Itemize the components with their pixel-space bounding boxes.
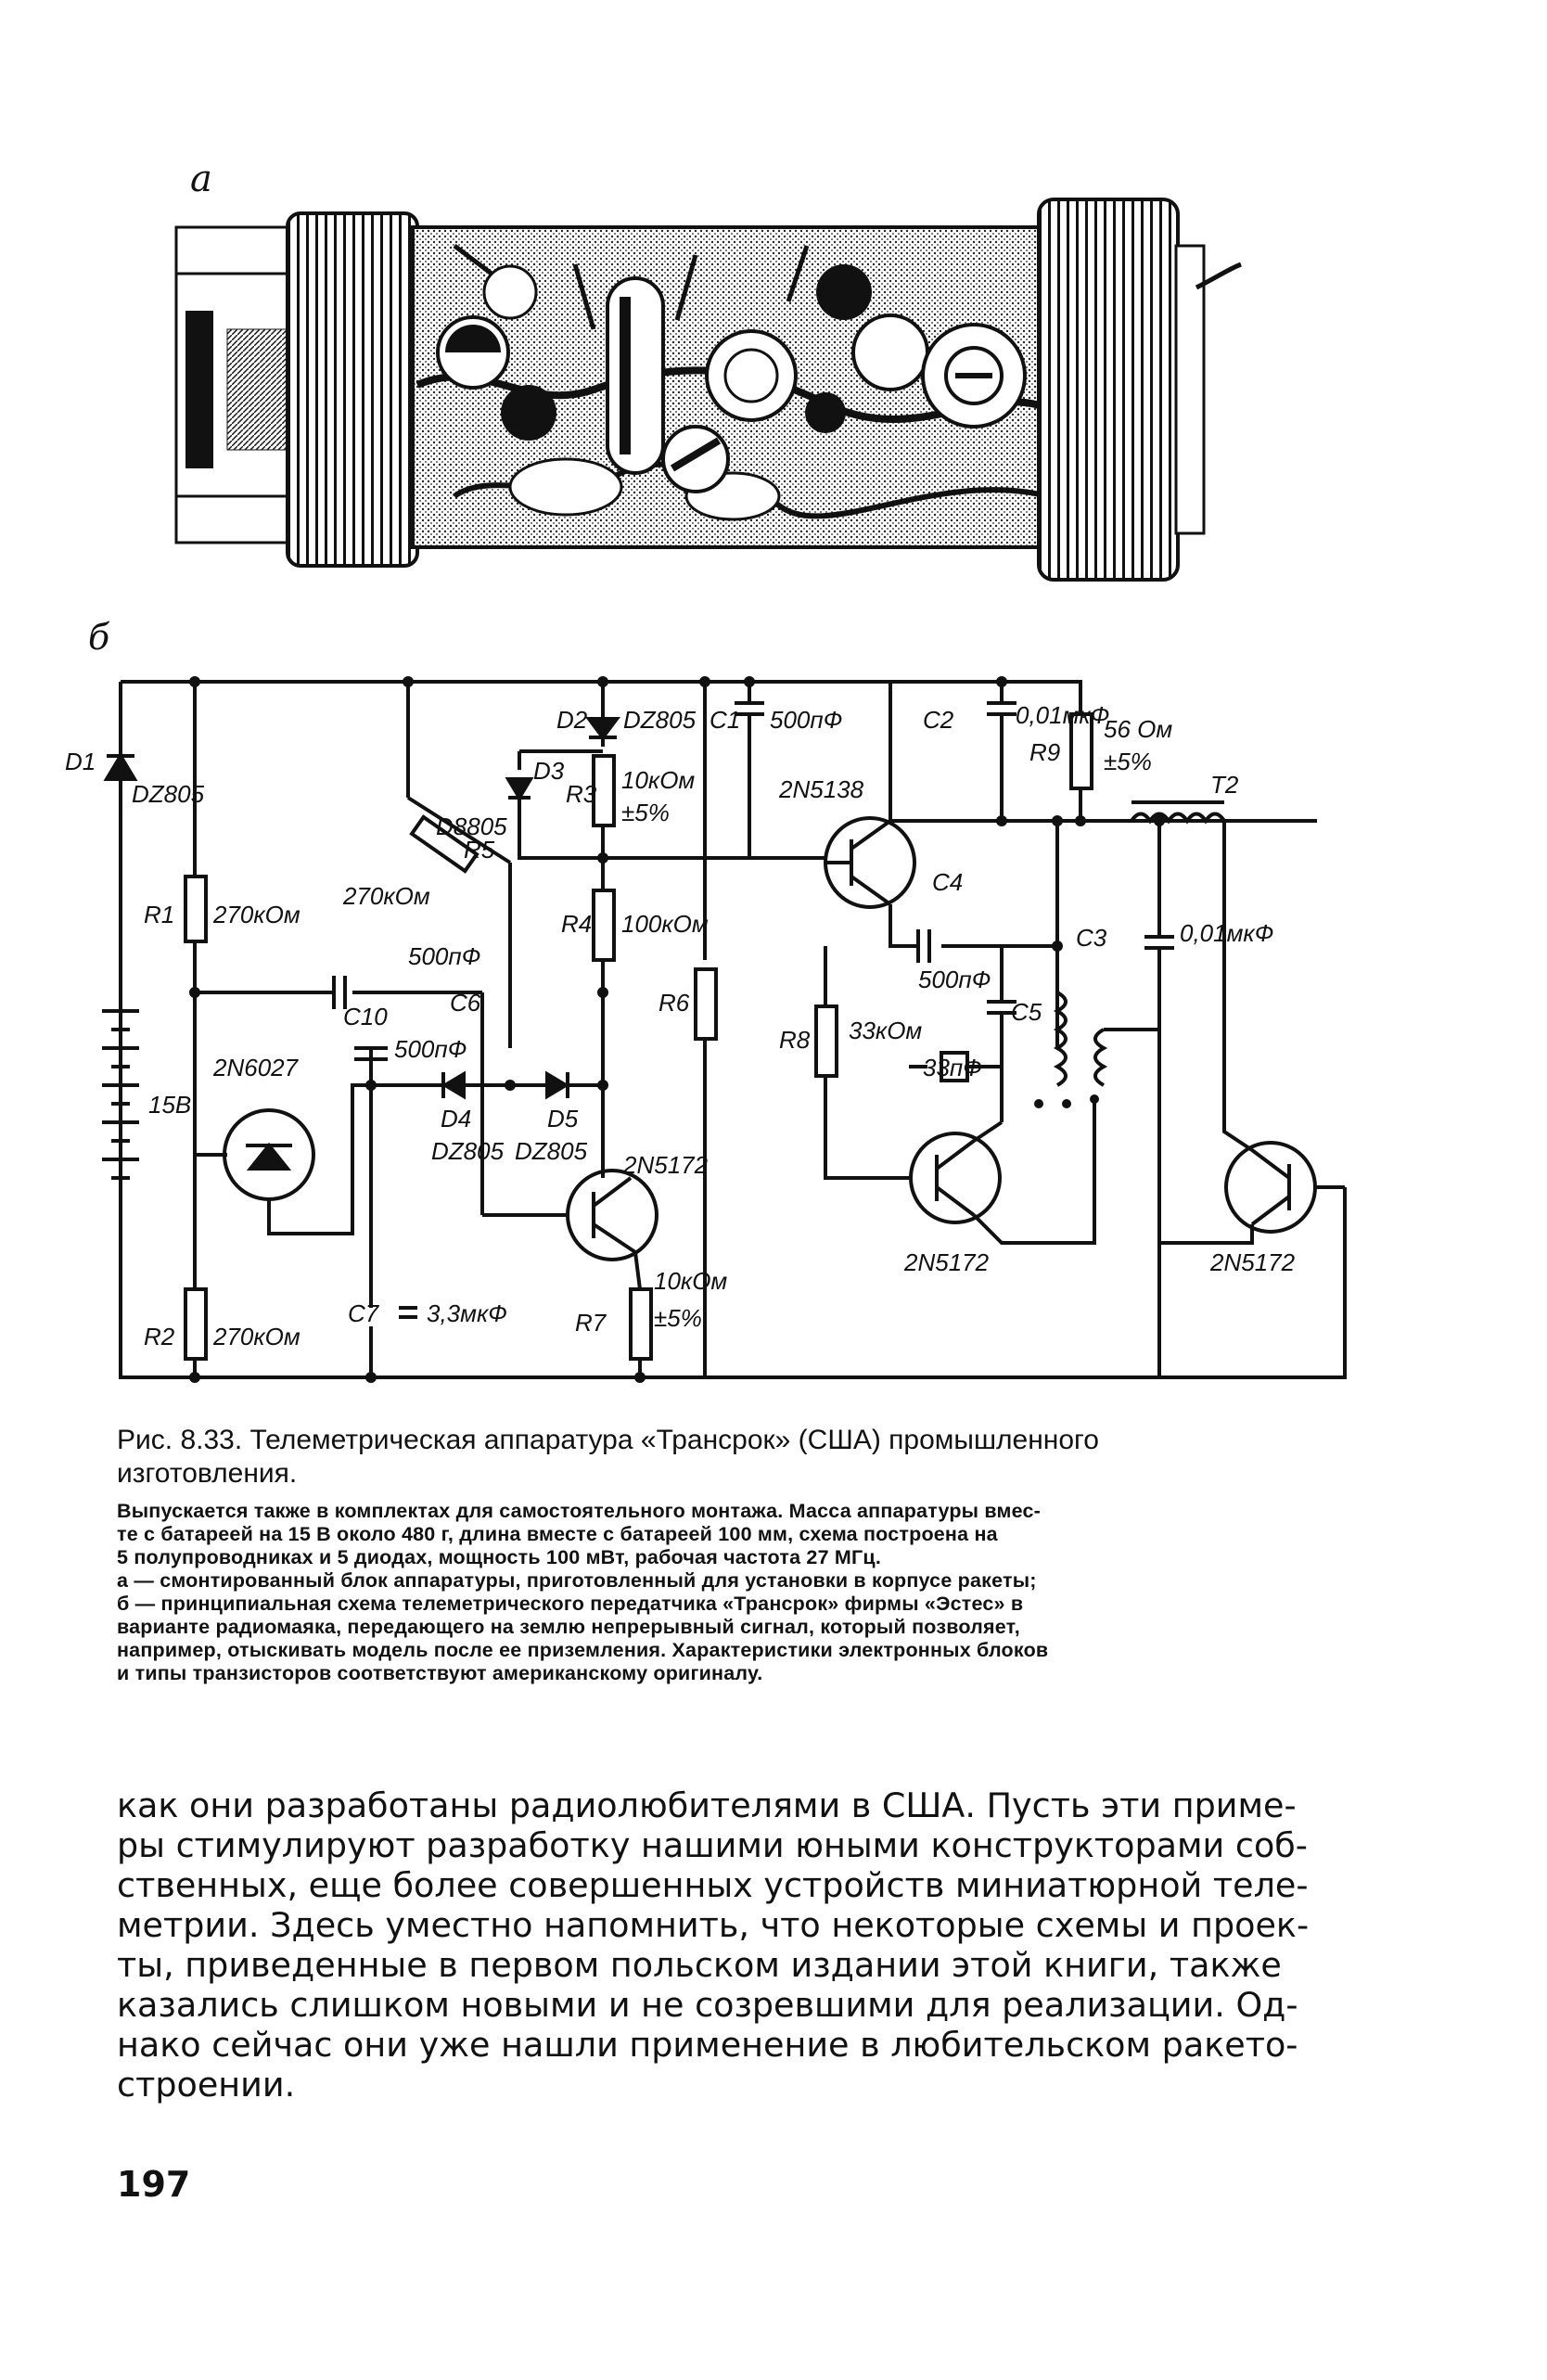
label-C10: C10 [343, 1003, 388, 1030]
label-C7: C7 [348, 1299, 380, 1327]
body-line: как они разработаны радиолюбителями в СШ… [117, 1785, 1297, 1825]
page-number: 197 [117, 2164, 191, 2205]
label-D3-type: D8805 [436, 813, 507, 840]
label-R1: R1 [144, 901, 174, 928]
caption-line: и типы транзисторов соответствуют америк… [117, 1662, 763, 1684]
label-R9-tol: ±5% [1104, 748, 1152, 775]
caption-line: Выпускается также в комплектах для самос… [117, 1500, 1042, 1522]
label-D5-type: DZ805 [515, 1137, 588, 1165]
label-C2: C2 [923, 706, 954, 734]
label-C3-val: 0,01мкФ [1180, 919, 1273, 947]
transmitter-schematic: D1 DZ805 R1 270кОм 15В 2N6027 R2 270кОм … [65, 676, 1347, 1383]
label-R8-val: 33кОм [849, 1017, 922, 1044]
label-R4-val: 100кОм [621, 910, 709, 938]
label-battery: 15В [148, 1091, 191, 1119]
label-D1: D1 [65, 748, 96, 775]
label-D4: D4 [441, 1105, 471, 1132]
body-line: ственных, еще более совершенных устройст… [117, 1865, 1309, 1905]
label-C1: C1 [710, 706, 740, 734]
label-R8: R8 [779, 1026, 811, 1054]
label-D1-type: DZ805 [132, 780, 205, 808]
label-R1-val: 270кОм [212, 901, 300, 928]
label-Q2: 2N5172 [622, 1151, 709, 1179]
label-R5-val: 270кОм [342, 882, 430, 910]
body-line: казались слишком новыми и не созревшими … [117, 1985, 1298, 2025]
label-C4-val: 500пФ [918, 966, 991, 993]
figure-label-b: б [88, 617, 110, 658]
body-line: ры стимулируют разработку нашими юными к… [117, 1825, 1308, 1865]
label-D5: D5 [547, 1105, 579, 1132]
label-C5-val: 33пФ [923, 1054, 982, 1081]
body-line: ты, приведенные в первом польском издани… [117, 1945, 1282, 1985]
label-R7-tol: ±5% [654, 1304, 702, 1332]
label-R4: R4 [561, 910, 592, 938]
label-C1-val: 500пФ [770, 706, 842, 734]
caption-title: Рис. 8.33. Телеметрическая аппаратура «Т… [117, 1424, 1341, 1491]
caption-line: те с батареей на 15 В около 480 г, длина… [117, 1523, 998, 1545]
label-D2: D2 [556, 706, 588, 734]
assembled-unit-illustration [174, 198, 1242, 582]
label-R2-val: 270кОм [212, 1323, 300, 1350]
figure-label-a: a [190, 158, 212, 200]
label-R7: R7 [575, 1309, 607, 1337]
body-paragraph: как они разработаны радиолюбителями в СШ… [117, 1785, 1350, 2105]
label-R3-tol: ±5% [621, 799, 670, 826]
caption-line: варианте радиомаяка, передающего на земл… [117, 1616, 1020, 1638]
label-R3-val: 10кОм [621, 766, 695, 794]
label-C7-val: 3,3мкФ [427, 1299, 507, 1327]
label-C6: C6 [450, 989, 481, 1017]
label-C10-val: 500пФ [394, 1035, 467, 1063]
label-C5: C5 [1011, 998, 1042, 1026]
label-C4: C4 [932, 868, 963, 896]
caption-line: а — смонтированный блок аппаратуры, приг… [117, 1569, 1037, 1592]
label-R7-val: 10кОм [654, 1267, 727, 1295]
label-C6-val: 500пФ [408, 942, 480, 970]
label-R9-val: 56 Ом [1104, 715, 1172, 743]
label-D3: D3 [533, 757, 565, 785]
label-R6: R6 [658, 989, 690, 1017]
label-Q3: 2N5172 [903, 1248, 990, 1276]
caption-line: например, отыскивать модель после ее при… [117, 1639, 1049, 1661]
label-D2-type: DZ805 [623, 706, 697, 734]
caption-line: 5 полупроводниках и 5 диодах, мощность 1… [117, 1546, 881, 1568]
label-R2: R2 [144, 1323, 175, 1350]
caption-line: б — принципиальная схема телеметрическог… [117, 1593, 1024, 1615]
figure-caption: Рис. 8.33. Телеметрическая аппаратура «Т… [117, 1424, 1341, 1685]
label-T2: T2 [1210, 771, 1239, 799]
label-R5: R5 [464, 836, 495, 864]
label-C2-val: 0,01мкФ [1016, 701, 1109, 729]
label-Q-uj: 2N6027 [212, 1054, 300, 1081]
caption-title-line: Рис. 8.33. Телеметрическая аппаратура «Т… [117, 1425, 1099, 1455]
label-R3: R3 [566, 780, 597, 808]
label-Q1: 2N5138 [778, 775, 864, 803]
body-line: строении. [117, 2065, 296, 2105]
label-C3: C3 [1076, 924, 1107, 952]
caption-title-line: изготовления. [117, 1458, 298, 1489]
body-line: нако сейчас они уже нашли применение в л… [117, 2025, 1298, 2065]
label-D4-type: DZ805 [431, 1137, 505, 1165]
label-Q4: 2N5172 [1209, 1248, 1296, 1276]
body-line: метрии. Здесь уместно напомнить, что нек… [117, 1905, 1310, 1945]
label-R9: R9 [1029, 738, 1060, 766]
